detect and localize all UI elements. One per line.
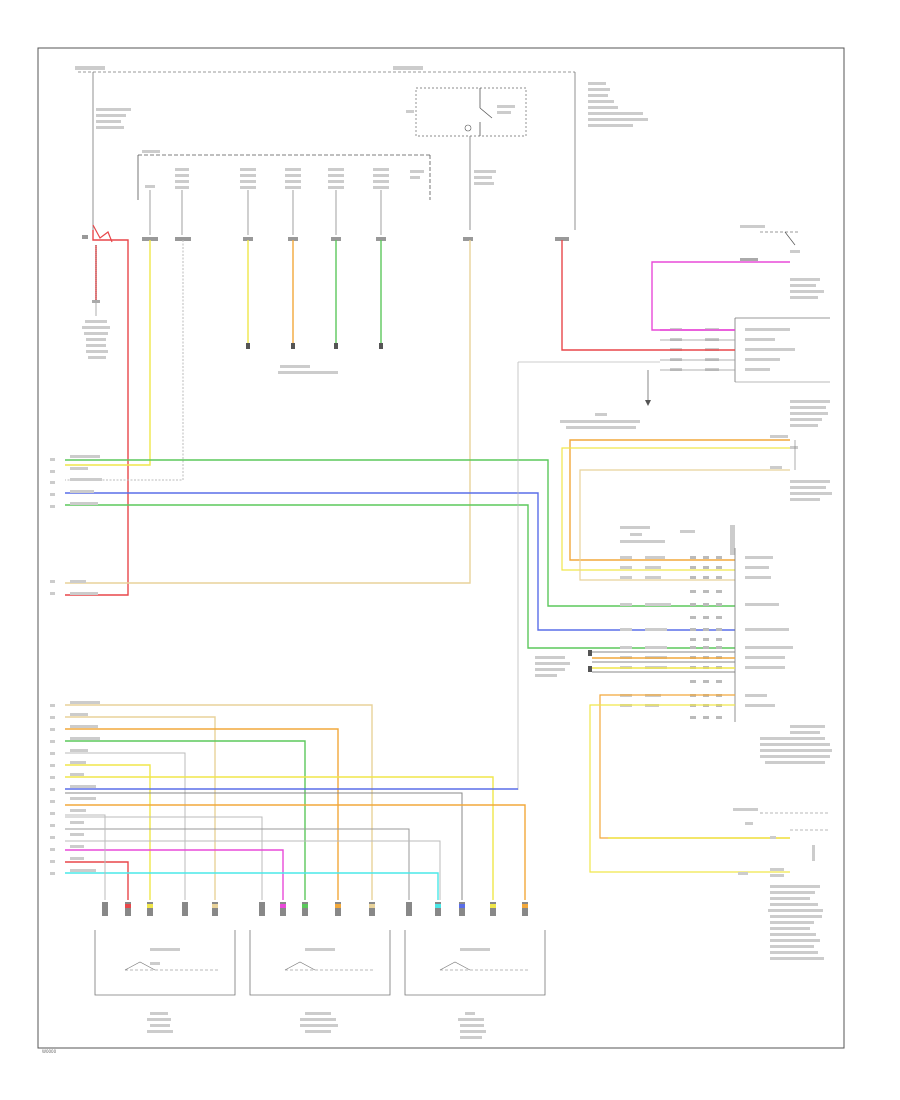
left-connector-tags-bottom	[50, 701, 100, 875]
sensor-block-3	[404, 930, 546, 1039]
bottom-connector-pins	[102, 902, 528, 916]
module-b-label	[760, 725, 832, 764]
wire-blue-1	[65, 492, 735, 631]
diagram-border	[37, 47, 845, 1049]
component-label-left	[82, 320, 110, 359]
sensor-block-1	[94, 930, 236, 1033]
input-splice	[137, 150, 431, 235]
wire-yellow-2	[589, 704, 790, 873]
power-feed-top	[75, 66, 648, 230]
wire-yellow-a	[65, 240, 151, 466]
module-connector-a	[560, 317, 830, 429]
wire-pink-top	[651, 261, 790, 331]
wire-red-right	[561, 240, 660, 351]
module-connector-b	[620, 525, 793, 722]
left-connector-tags	[50, 455, 102, 595]
relay	[406, 87, 527, 230]
wire-red-left	[65, 230, 129, 596]
wire-green-1	[65, 459, 735, 607]
connector-row-top	[82, 235, 569, 241]
module-a-label	[790, 400, 830, 427]
module-c-label	[768, 885, 824, 960]
wire-tan-relay	[65, 240, 471, 584]
wire-light-a	[65, 240, 184, 481]
wire-tan-r	[579, 469, 790, 581]
wire-bundle-mid	[535, 650, 735, 677]
wire-yellow-r	[561, 447, 790, 571]
switch-top-right	[740, 225, 800, 253]
footer-code: W0000	[42, 1049, 57, 1054]
sensor-block-2	[249, 930, 391, 1033]
switch-lower-right	[733, 808, 830, 877]
wire-orange-1	[569, 439, 790, 561]
wire-harness-bottom	[65, 704, 526, 900]
